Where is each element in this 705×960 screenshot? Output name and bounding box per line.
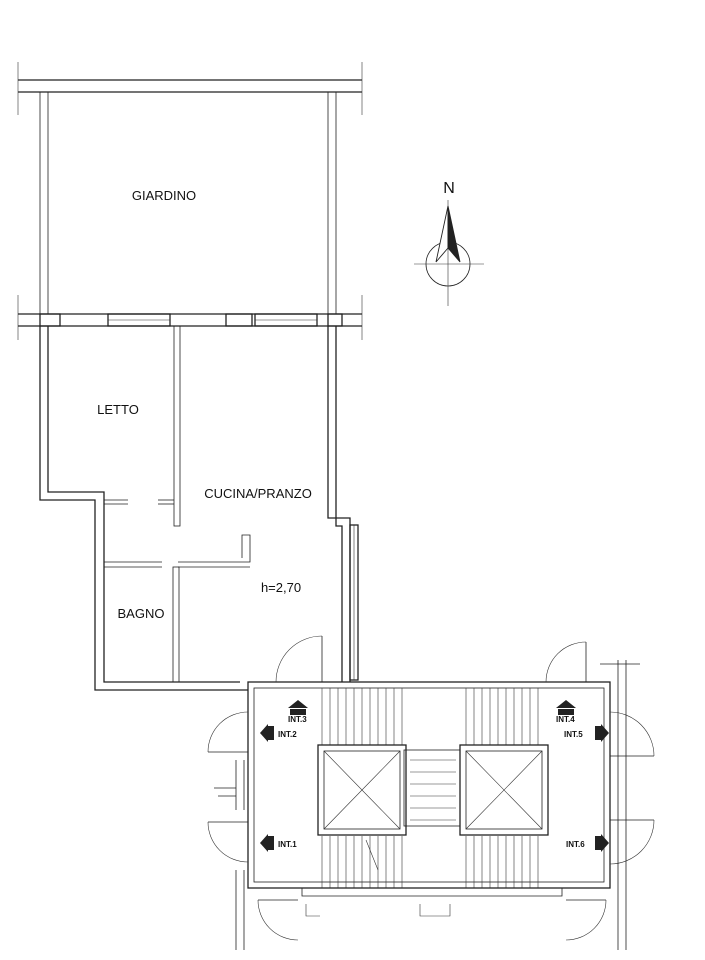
unit-label-int1: INT.1	[278, 840, 297, 849]
meter-icon-int4	[556, 700, 576, 715]
door-swing	[609, 819, 655, 865]
meter-icon-int6	[595, 834, 609, 852]
north-compass: N	[414, 180, 484, 306]
elevator-shaft-right	[459, 744, 549, 836]
stairwell	[247, 681, 611, 917]
stair-flight-left	[321, 688, 403, 888]
meter-icon-int5	[595, 724, 609, 742]
door-swing	[207, 711, 249, 753]
window	[39, 313, 61, 327]
door-swing	[275, 635, 323, 683]
room-label-cucina-pranzo: CUCINA/PRANZO	[204, 486, 312, 501]
meter-icon-int1	[260, 834, 274, 852]
door-swing	[545, 641, 587, 683]
compass-north-label: N	[443, 180, 455, 197]
door-swing	[609, 711, 655, 757]
door-swing	[565, 899, 607, 941]
meter-icon-int3	[288, 700, 308, 715]
room-label-giardino: GIARDINO	[132, 188, 196, 203]
room-label-bagno: BAGNO	[118, 606, 165, 621]
window	[225, 313, 253, 327]
elevator-shaft-left	[317, 744, 407, 836]
window	[327, 313, 343, 327]
adjacent-walls	[214, 660, 640, 950]
door-swing	[257, 899, 299, 941]
unit-label-int5: INT.5	[564, 730, 583, 739]
unit-label-int2: INT.2	[278, 730, 297, 739]
unit-label-int6: INT.6	[566, 840, 585, 849]
room-label-letto: LETTO	[97, 402, 139, 417]
stair-landing	[403, 749, 461, 827]
meter-icon-int2	[260, 724, 274, 742]
apartment-walls	[39, 325, 359, 691]
stair-flight-right	[465, 688, 539, 888]
door-swing	[207, 821, 249, 863]
unit-label-int3: INT.3	[288, 715, 307, 724]
doors	[207, 635, 655, 941]
unit-label-int4: INT.4	[556, 715, 575, 724]
facade-wall	[18, 313, 362, 327]
ceiling-height-label: h=2,70	[261, 580, 301, 595]
